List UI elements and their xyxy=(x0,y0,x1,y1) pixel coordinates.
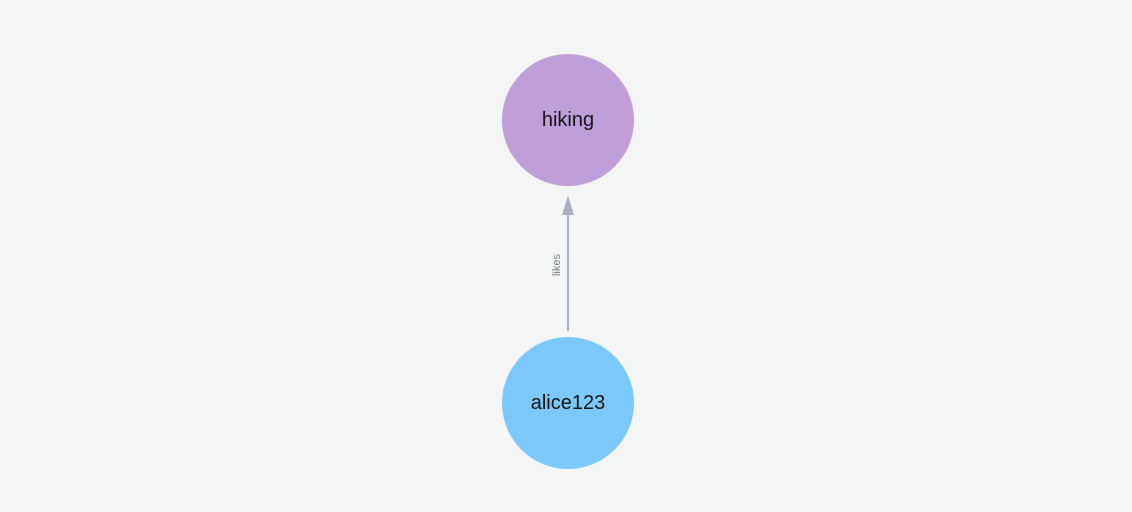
graph-edge[interactable]: likes xyxy=(551,196,574,331)
node-label: alice123 xyxy=(531,392,606,414)
edge-label: likes xyxy=(551,254,563,277)
node-circle[interactable] xyxy=(502,54,634,186)
node-label: hiking xyxy=(542,109,594,131)
edge-arrowhead-icon xyxy=(562,196,574,215)
node-circle[interactable] xyxy=(502,337,634,469)
graph-node-hiking[interactable]: hiking xyxy=(502,54,634,186)
nodes-layer: hiking alice123 xyxy=(502,54,634,469)
edges-layer: likes xyxy=(551,196,574,331)
graph-node-alice123[interactable]: alice123 xyxy=(502,337,634,469)
